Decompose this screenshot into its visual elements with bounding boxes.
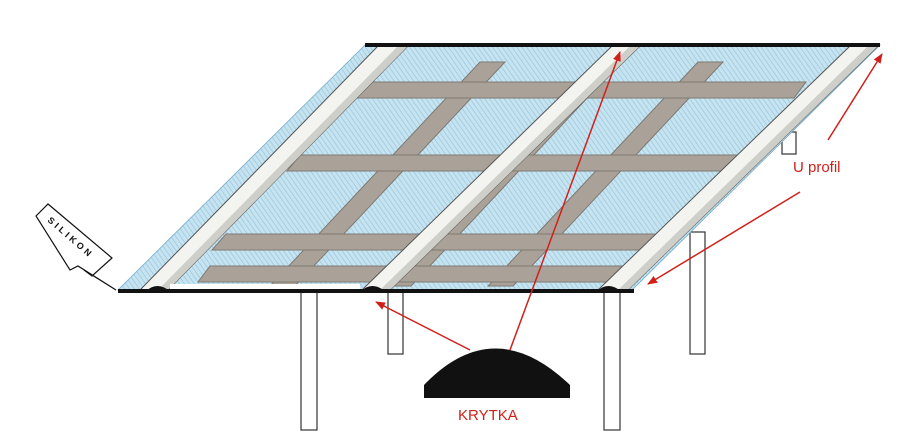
u-profil-label: U profil (793, 159, 841, 176)
cap-bump-2 (360, 286, 386, 292)
arrow-krytka-to-cap (375, 301, 471, 351)
arrow-uprofil-up (827, 53, 883, 141)
post-back-mid (387, 289, 404, 355)
rafter-3 (486, 61, 725, 287)
silikon-callout: SILIKON (35, 203, 117, 291)
cap-bumps (145, 286, 622, 292)
cap-cross-section-icon (424, 348, 570, 398)
silicone-strip (170, 284, 360, 290)
cap-bump-1 (145, 286, 171, 292)
pointer-arrows (375, 51, 883, 351)
post-front-left (300, 291, 318, 431)
u-profile-shading (158, 46, 878, 290)
post-front-mid (603, 291, 621, 431)
krytka-label: KRYTKA (458, 407, 518, 424)
arrow-krytka-to-profile (509, 51, 621, 351)
post-back-right (689, 231, 706, 355)
arrow-uprofil-down (647, 191, 801, 285)
silikon-tag (35, 203, 117, 291)
cap-bump-3 (596, 286, 622, 292)
